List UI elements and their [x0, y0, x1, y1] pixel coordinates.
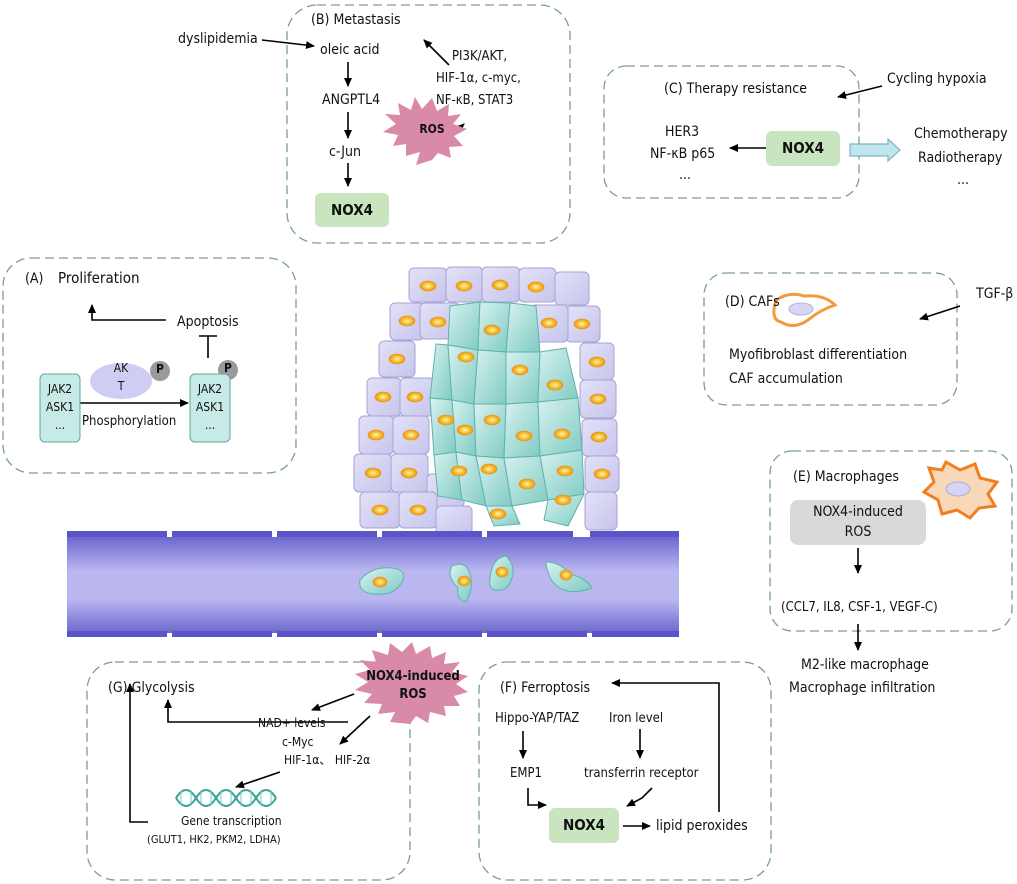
akt-label-2: T: [117, 379, 125, 393]
lipid-peroxides-label: lipid peroxides: [656, 818, 748, 834]
angptl4-label: ANGPTL4: [322, 92, 381, 108]
akt-ellipse: [90, 363, 152, 399]
oleic-acid-label: oleic acid: [320, 42, 380, 58]
nox4-label-therapy: NOX4: [781, 139, 825, 157]
panel-macrophages: [769, 450, 1013, 632]
hollow-arrow-therapy: [849, 137, 901, 163]
ros-star-line-2: ROS: [399, 687, 427, 702]
ros-box-line-1: NOX4-induced: [813, 504, 903, 520]
therapy-ellipsis-left: ...: [679, 167, 691, 183]
ros-star-metastasis: [383, 97, 467, 165]
panel-therapy: [603, 65, 860, 199]
nuclei: [364, 279, 611, 520]
gene-list-label: (GLUT1, HK2, PKM2, LDHA): [147, 833, 281, 846]
jak2-left: JAK2: [47, 382, 73, 396]
caf-accumulation-label: CAF accumulation: [729, 371, 843, 387]
therapy-ellipsis-right: ...: [957, 172, 969, 188]
ros-star-line-1: NOX4-induced: [366, 669, 460, 684]
glycolysis-title: (G) Glycolysis: [108, 680, 195, 696]
ros-label-metastasis: ROS: [419, 122, 445, 136]
proliferation-label: Proliferation: [58, 269, 140, 287]
nox4-box-ferroptosis: [549, 808, 619, 843]
apoptosis-label: Apoptosis: [177, 314, 239, 330]
transferrin-receptor-label: transferrin receptor: [584, 766, 699, 781]
nox4-label-metastasis: NOX4: [330, 201, 374, 219]
panel-metastasis: [286, 4, 571, 244]
pathway-3: NF-κB, STAT3: [436, 93, 514, 108]
ellipsis-left: ...: [54, 418, 66, 432]
nox4-box-metastasis: [315, 193, 389, 227]
phosphorylation-label: Phosphorylation: [82, 414, 177, 429]
emp1-label: EMP1: [510, 766, 542, 781]
m2-macrophage-label: M2-like macrophage: [801, 657, 929, 673]
invading-cells: [429, 301, 585, 527]
pathway-2: HIF-1α, c-myc,: [436, 71, 521, 86]
metastasis-title: (B) Metastasis: [311, 12, 401, 28]
panel-glycolysis: [86, 661, 411, 881]
iron-level-label: Iron level: [609, 711, 664, 726]
hippo-label: Hippo-YAP/TAZ: [495, 711, 580, 726]
p-circle-left: [150, 361, 170, 381]
myofibroblast-label: Myofibroblast differentiation: [729, 347, 908, 363]
cafs-title: (D) CAFs: [725, 294, 780, 310]
panel-cafs: [703, 272, 958, 406]
macrophage-infiltration-label: Macrophage infiltration: [789, 680, 936, 696]
panel-proliferation: [2, 257, 297, 474]
nfkb-p65-label: NF-κB p65: [650, 146, 716, 162]
pathway-1: PI3K/AKT,: [452, 49, 508, 64]
her3-label: HER3: [665, 124, 700, 140]
nox4-label-ferroptosis: NOX4: [562, 816, 606, 834]
jak2-right: JAK2: [197, 382, 223, 396]
tgf-beta-label: TGF-β: [976, 286, 1014, 302]
label-a: (A): [25, 271, 44, 287]
ask1-left: ASK1: [45, 400, 75, 414]
ferroptosis-title: (F) Ferroptosis: [500, 680, 591, 696]
dyslipidemia-label: dyslipidemia: [178, 31, 258, 47]
jak2-box-right: [189, 373, 231, 443]
macrophages-title: (E) Macrophages: [793, 469, 899, 485]
p-label-left: P: [156, 362, 164, 376]
cycling-hypoxia-label: Cycling hypoxia: [887, 71, 987, 87]
ros-star-glycolysis: [355, 642, 468, 724]
cmyc-label: c-Myc: [282, 735, 314, 749]
jak2-box-left: [39, 373, 81, 443]
p-label-right: P: [224, 361, 232, 375]
cjun-label: c-Jun: [329, 144, 361, 160]
ros-box-line-2: ROS: [844, 524, 872, 540]
ellipsis-right: ...: [204, 418, 216, 432]
chemotherapy-label: Chemotherapy: [914, 126, 1008, 142]
cytokines-label: (CCL7, IL8, CSF-1, VEGF-C): [781, 600, 938, 615]
ros-grey-box: [790, 500, 926, 545]
ask1-right: ASK1: [195, 400, 225, 414]
dna-helix-icon: [175, 789, 277, 807]
radiotherapy-label: Radiotherapy: [918, 150, 1003, 166]
akt-label-1: AK: [113, 361, 129, 375]
nox4-box-therapy: [766, 131, 840, 166]
nad-levels-label: NAD+ levels: [258, 716, 326, 730]
gene-transcription-label: Gene transcription: [181, 814, 282, 828]
therapy-title: (C) Therapy resistance: [664, 81, 807, 97]
panel-ferroptosis: [478, 661, 772, 881]
hif-label: HIF-1α、 HIF-2α: [284, 753, 371, 767]
